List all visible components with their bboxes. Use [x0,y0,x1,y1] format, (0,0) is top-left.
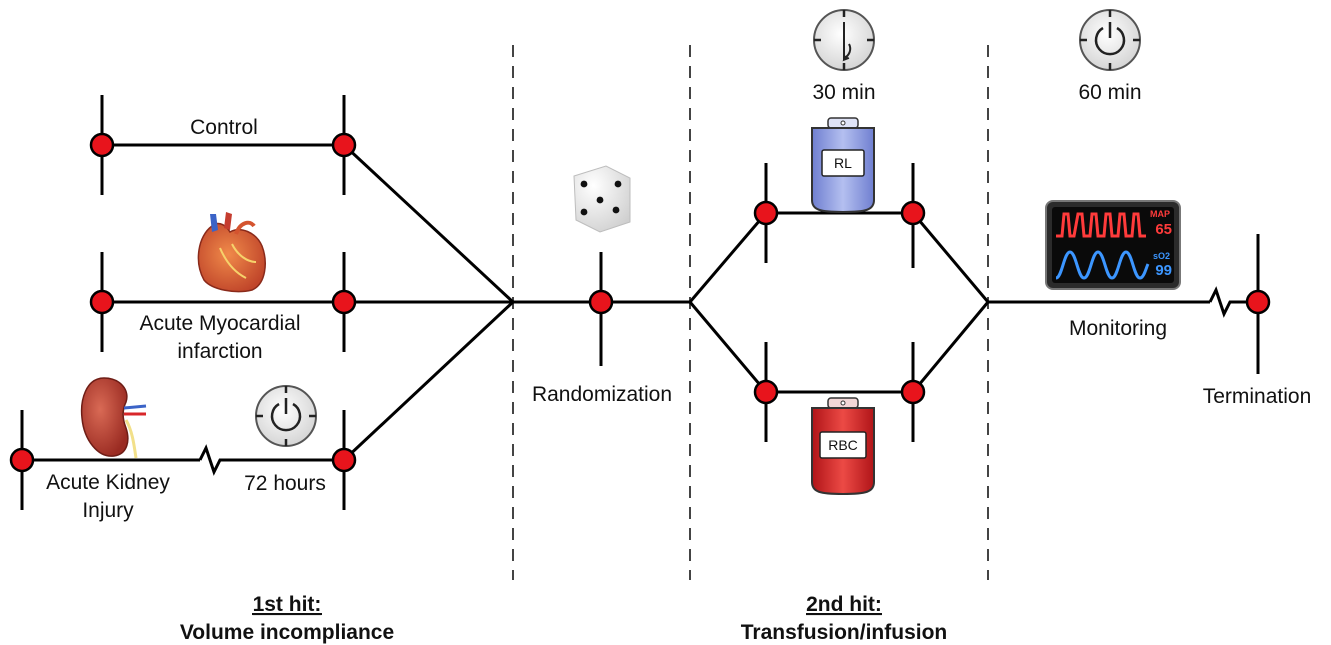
node-control-end [331,132,357,158]
termination-label: Termination [1203,385,1312,408]
control-label: Control [190,116,258,139]
timer-72h-icon [255,385,317,447]
phase-dividers [512,45,989,580]
so2-value: 99 [1155,262,1172,279]
timeline-nodes [9,132,1271,473]
rbc-bag-label: RBC [828,437,858,453]
node-rl-start [753,200,779,226]
rl-bag-icon: RL [811,117,875,214]
dice-icon [573,165,631,233]
aki-label-line2: Injury [82,499,134,522]
node-termination [1245,289,1271,315]
patient-monitor-icon: MAP 65 sO2 99 [1045,200,1181,290]
phase1-subtitle: Volume incompliance [180,621,394,644]
timer-30min-icon [813,9,875,71]
node-aki-end [331,447,357,473]
monitoring-break [1208,286,1258,318]
rl-time-label: 30 min [812,81,875,104]
node-rbc-end [900,379,926,405]
phase2-subtitle: Transfusion/infusion [741,621,948,644]
map-label: MAP [1150,209,1170,219]
node-randomization [588,289,614,315]
node-ami-end [331,289,357,315]
labels: Control Acute Myocardial infarction Acut… [46,81,1311,644]
node-rbc-start [753,379,779,405]
heart-icon [197,212,266,293]
flow-lines [22,143,1258,476]
phase1-title: 1st hit: [253,593,322,616]
phase2-title: 2nd hit: [806,593,882,616]
ami-label-line1: Acute Myocardial [139,312,300,335]
monitor-time-label: 60 min [1078,81,1141,104]
aki-break [198,444,344,476]
hours-label: 72 hours [244,472,326,495]
kidney-icon [80,377,147,459]
node-aki-start [9,447,35,473]
aki-label-line1: Acute Kidney [46,471,170,494]
map-value: 65 [1155,221,1172,238]
node-rl-end [900,200,926,226]
randomization-label: Randomization [532,383,672,406]
ami-label-line2: infarction [177,340,262,363]
node-control-start [89,132,115,158]
rl-bag-label: RL [834,155,852,171]
so2-label: sO2 [1153,251,1170,261]
node-ami-start [89,289,115,315]
monitoring-label: Monitoring [1069,317,1167,340]
timer-60min-icon [1079,9,1141,71]
rbc-bag-icon: RBC [811,397,875,496]
